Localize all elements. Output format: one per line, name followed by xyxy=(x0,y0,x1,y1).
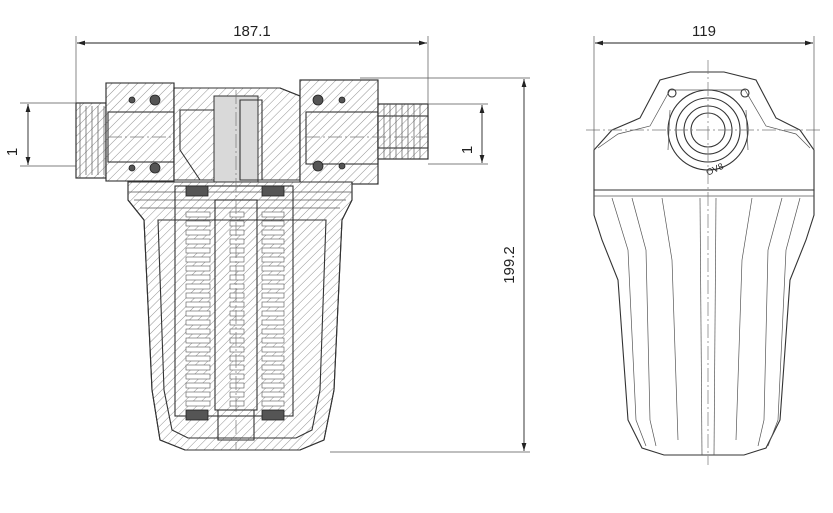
side-view: OV8 119 xyxy=(586,23,822,465)
dimension-inlet: 1 xyxy=(4,102,76,167)
inlet-size-label: 1 xyxy=(4,148,21,156)
dimension-height: 199.2 xyxy=(330,77,530,453)
bowl-ribs xyxy=(611,197,801,456)
height-label: 199.2 xyxy=(501,246,518,284)
dimension-side-width: 119 xyxy=(593,23,815,150)
dimension-outlet: 1 xyxy=(428,103,488,165)
overall-width-label: 187.1 xyxy=(233,23,271,40)
main-body xyxy=(173,87,301,207)
body-marking: OV8 xyxy=(704,161,725,178)
outlet-fitting xyxy=(299,79,429,185)
side-width-label: 119 xyxy=(692,23,716,40)
section-view: 187.1 1 1 199.2 xyxy=(4,23,530,453)
dimension-overall-width: 187.1 xyxy=(75,23,429,104)
inlet-fitting xyxy=(75,82,175,182)
filter-screen xyxy=(174,90,294,450)
screen-slots xyxy=(185,211,285,407)
outlet-size-label: 1 xyxy=(459,146,476,154)
